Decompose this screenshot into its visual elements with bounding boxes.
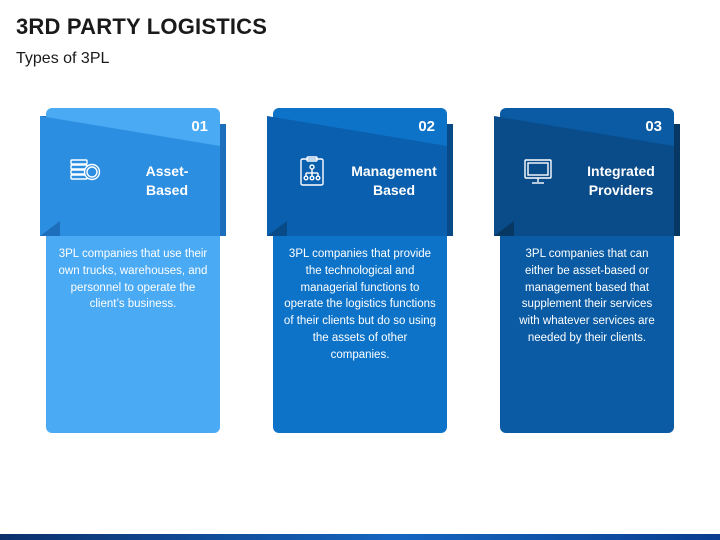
card-heading: Integrated Providers [587,163,655,198]
card-heading: Management Based [351,163,437,198]
coins-stack-icon [68,154,102,188]
card-banner [40,116,226,236]
banner-shape [494,116,680,236]
card-description: 3PL companies that can either be asset-b… [519,248,655,344]
card-number: 01 [191,118,208,135]
banner-shape [267,116,453,236]
page-title: 3RD PARTY LOGISTICS [16,14,268,39]
card-banner [267,116,453,236]
card-number: 03 [645,118,662,135]
card-heading: Asset- Based [145,163,189,198]
card-number: 02 [418,118,435,135]
page-subtitle: Types of 3PL [16,50,110,67]
card-integrated-providers: 03 Integrated Providers 3PL companies th… [494,108,680,433]
card-banner [494,116,680,236]
org-chart-clipboard-icon [295,154,329,188]
banner-shape [40,116,226,236]
card-description: 3PL companies that use their own trucks,… [58,248,208,311]
monitor-icon [522,154,556,188]
footer-bar [0,534,720,540]
card-description: 3PL companies that provide the technolog… [283,248,437,361]
card-management-based: 02 Management Based 3PL companies that p… [267,108,453,433]
card-asset-based: 01 Asset- Based 3PL companies that use t… [40,108,226,433]
